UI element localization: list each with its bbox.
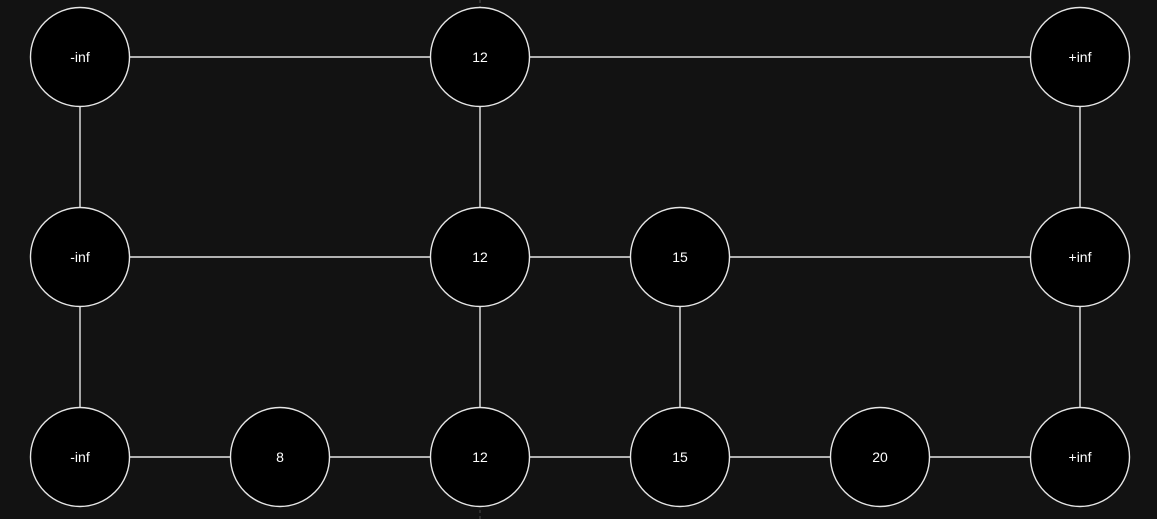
node-circle (1029, 6, 1131, 108)
node-label: 12 (472, 449, 488, 465)
node-label: 12 (472, 49, 488, 65)
skip-list-node: 12 (429, 406, 531, 508)
node-circle (429, 206, 531, 308)
node-circle (1029, 206, 1131, 308)
skip-list-node: 20 (829, 406, 931, 508)
node-label: +inf (1069, 449, 1092, 465)
node-circle (1029, 406, 1131, 508)
skip-list-node: 12 (429, 206, 531, 308)
skip-list-node: +inf (1029, 406, 1131, 508)
node-label: 15 (672, 249, 688, 265)
skip-list-node: 12 (429, 6, 531, 108)
skip-list-node: -inf (29, 406, 131, 508)
node-circle (29, 206, 131, 308)
node-circle (229, 406, 331, 508)
node-label: 12 (472, 249, 488, 265)
edges (79, 56, 1081, 458)
node-circle (629, 206, 731, 308)
node-circle (629, 406, 731, 508)
skip-list-node: 15 (629, 406, 731, 508)
skip-list-node: -inf (29, 206, 131, 308)
skip-list-node: +inf (1029, 6, 1131, 108)
node-label: 8 (276, 449, 284, 465)
node-label: +inf (1069, 249, 1092, 265)
skip-list-node: 15 (629, 206, 731, 308)
node-circle (829, 406, 931, 508)
node-label: -inf (70, 249, 90, 265)
node-circle (29, 6, 131, 108)
skip-list-node: 8 (229, 406, 331, 508)
skip-list-node: -inf (29, 6, 131, 108)
node-label: +inf (1069, 49, 1092, 65)
node-label: -inf (70, 449, 90, 465)
node-label: 15 (672, 449, 688, 465)
node-circle (29, 406, 131, 508)
node-circle (429, 6, 531, 108)
node-label: -inf (70, 49, 90, 65)
node-circle (429, 406, 531, 508)
skip-list-node: +inf (1029, 206, 1131, 308)
nodes: -inf 12 +inf -inf 12 15 +inf -inf 8 12 15 20 +inf (29, 6, 1131, 508)
node-label: 20 (872, 449, 888, 465)
